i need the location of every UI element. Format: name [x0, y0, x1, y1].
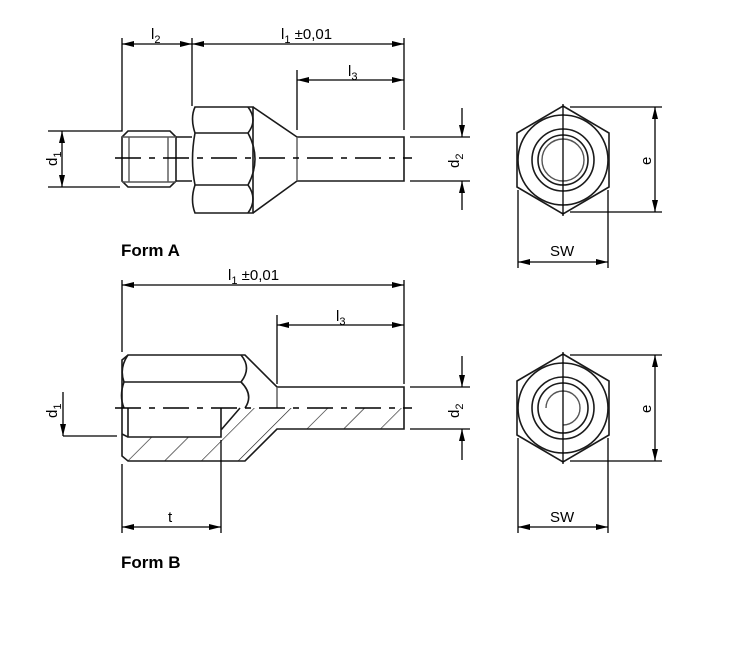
form-b-section-view — [115, 354, 412, 462]
form-a-side-view — [115, 106, 412, 214]
hex-body — [191, 106, 254, 214]
form-a-dimensions: l2 l1 ±0,01 l3 d1 d2 — [44, 26, 470, 210]
thread-arc — [545, 390, 581, 426]
form-b-title: Form B — [121, 553, 181, 572]
d1-label: d1 — [44, 404, 64, 418]
bore — [121, 407, 241, 438]
l3-label: l3 — [348, 63, 357, 83]
thread-lines — [122, 136, 176, 183]
d1-label: d1 — [44, 152, 64, 166]
l3-label: l3 — [336, 308, 345, 328]
t-label: t — [168, 509, 173, 526]
extension-lines — [48, 38, 405, 188]
form-a-title: Form A — [121, 241, 180, 260]
hex-faces — [195, 106, 256, 214]
d2-label: d2 — [446, 404, 466, 418]
e-label: e — [638, 405, 655, 413]
sw-label: SW — [550, 243, 575, 260]
l1-label: l1 ±0,01 — [281, 26, 332, 46]
form-b-end-view: SW e — [516, 352, 662, 533]
extension-lines — [517, 352, 662, 533]
form-a-end-view: SW e — [516, 104, 662, 268]
cone-shaft — [252, 106, 405, 214]
form-b-dimensions: l1 ±0,01 l3 d1 d2 t — [44, 267, 470, 533]
neck — [176, 136, 192, 182]
body-outline — [121, 354, 405, 462]
sw-label: SW — [550, 509, 575, 526]
thread-outline — [121, 130, 177, 188]
hex-faces — [120, 354, 250, 409]
extension-lines — [517, 104, 662, 268]
l2-label: l2 — [151, 26, 160, 46]
extension-lines — [63, 280, 470, 533]
d2-label: d2 — [446, 154, 466, 168]
l1-label: l1 ±0,01 — [228, 267, 279, 287]
e-label: e — [638, 157, 655, 165]
section-hatch — [122, 408, 404, 461]
